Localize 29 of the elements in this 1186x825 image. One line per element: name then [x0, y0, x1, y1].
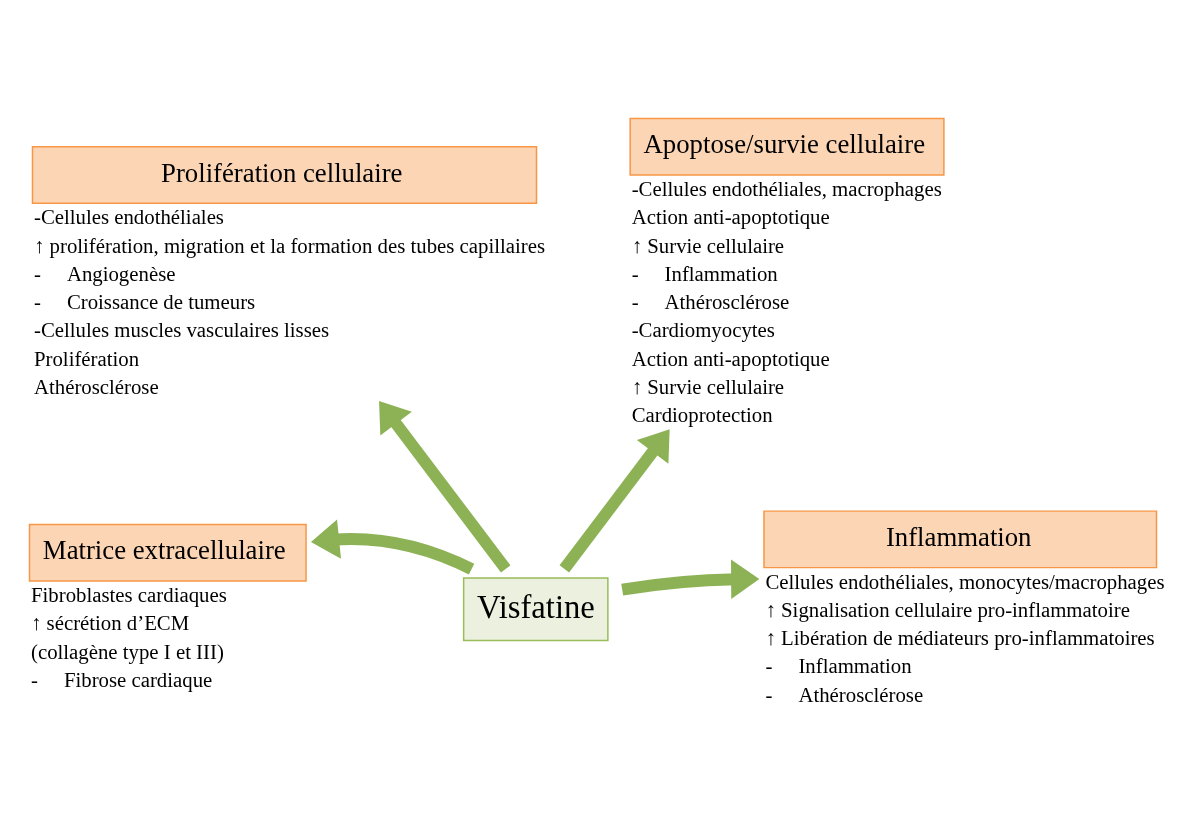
- node-label: Cardioprotection: [631, 402, 773, 427]
- node-label: - Inflammation: [631, 261, 778, 286]
- node-label: - Croissance de tumeurs: [33, 289, 256, 314]
- arrow: [559, 428, 670, 572]
- node-label: Prolifération: [33, 346, 140, 371]
- node-label: - Fibrose cardiaque: [30, 667, 213, 692]
- node-label: (collagène type I et III): [30, 639, 224, 664]
- arrow: [621, 559, 760, 599]
- node-label: ↑ prolifération, migration et la formation des tubes capillaires: [33, 233, 546, 258]
- node-label: Action anti-apoptotique: [631, 204, 830, 229]
- node-label: -Cellules muscles vasculaires lisses: [33, 317, 330, 342]
- node-label: - Inflammation: [765, 653, 912, 678]
- node-label: Fibroblastes cardiaques: [30, 582, 227, 607]
- node-label: ↑ sécrétion d’ECM: [30, 610, 190, 635]
- node-label: Action anti-apoptotique: [631, 346, 830, 371]
- node-label: -Cardiomyocytes: [631, 317, 775, 342]
- arrow: [310, 518, 475, 574]
- node-label: - Angiogenèse: [33, 261, 176, 286]
- node-label: ↑ Libération de médiateurs pro-inflammatoires: [765, 625, 1155, 650]
- node-label: Cellules endothéliales, monocytes/macrophages: [765, 569, 1165, 594]
- node-label: ↑ Survie cellulaire: [631, 233, 785, 258]
- node-label: - Athérosclérose: [631, 289, 790, 314]
- arrow: [379, 400, 511, 572]
- node-label: -Cellules endothéliales: [33, 204, 224, 229]
- node-label: -Cellules endothéliales, macrophages: [631, 176, 942, 201]
- node-label: Athérosclérose: [33, 374, 159, 399]
- node-label: ↑ Signalisation cellulaire pro-inflammatoire: [765, 597, 1130, 622]
- node-label: - Athérosclérose: [765, 682, 924, 707]
- node-label: ↑ Survie cellulaire: [631, 374, 785, 399]
